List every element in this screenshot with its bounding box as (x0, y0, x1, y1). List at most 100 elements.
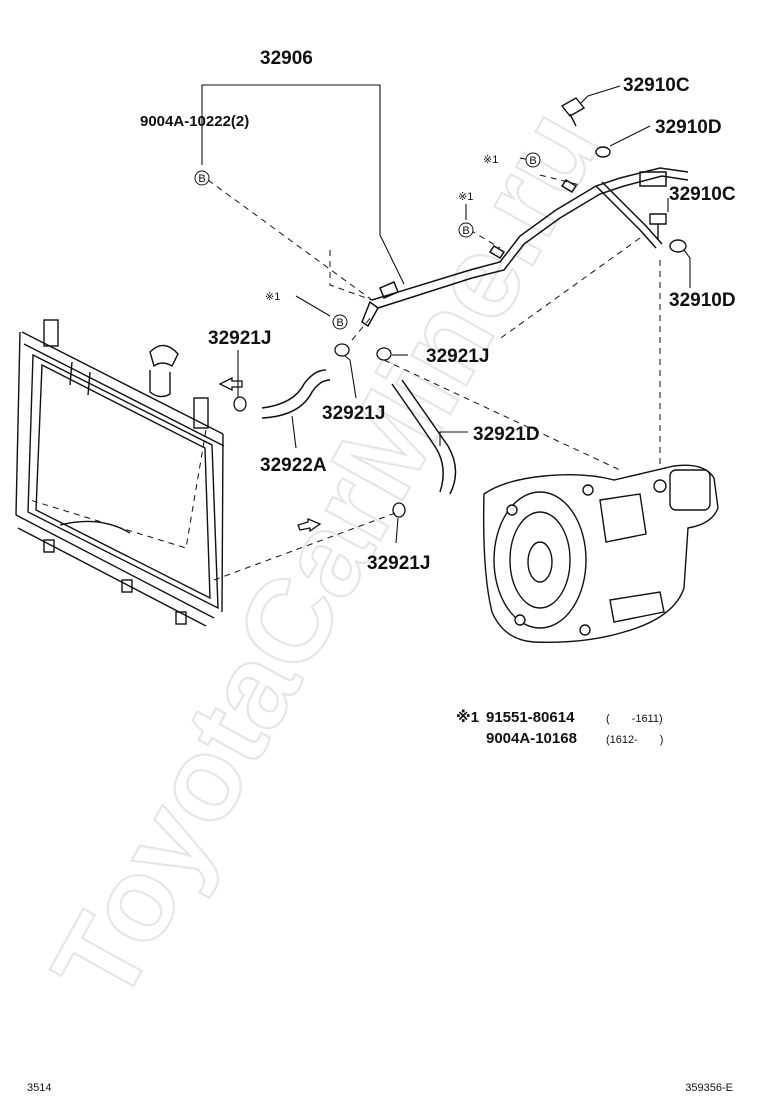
label-32921j-right: 32921J (426, 346, 489, 367)
dashed-reference-lines (29, 174, 661, 581)
hose-clamps (233, 343, 406, 518)
note-row1-part: 91551-80614 (486, 709, 575, 726)
note-mark: ※1 (456, 708, 479, 726)
label-32922a: 32922A (260, 455, 327, 476)
note-block: ※1 91551-80614 ( -1611) 9004A-10168 (161… (456, 708, 663, 747)
radiator-detail (59, 520, 131, 534)
flow-arrows (218, 376, 322, 533)
radiator-bracket-left (43, 319, 59, 347)
hose-clamp-right (376, 347, 392, 361)
hose-clamp-left (233, 396, 247, 412)
b-marker-1 (194, 170, 210, 186)
b-marker-3-text: B (462, 225, 469, 237)
case-bolt-1 (506, 504, 518, 516)
radiator-left-side (15, 331, 21, 516)
dash-trans-b (497, 237, 641, 341)
transmission-valve-body (599, 493, 647, 543)
note-row2-part: 9004A-10168 (486, 730, 577, 747)
radiator-bracket-right (193, 397, 209, 429)
label-32910c-mid: 32910C (669, 184, 736, 205)
pipe-clamp-1 (488, 244, 506, 260)
radiator-filler-neck (149, 370, 171, 398)
radiator-mount-2 (121, 579, 133, 593)
hoses (261, 369, 457, 495)
radiator-top-tank-line (21, 331, 224, 435)
dash-bolt-ref (207, 179, 373, 301)
b-marker-1-text: B (198, 173, 205, 185)
b-marker-3 (458, 222, 474, 238)
transmission-oil-pan (609, 591, 665, 623)
cooler-pipe-lower (377, 175, 689, 309)
mark1-left: ※1 (265, 291, 280, 303)
radiator-fin-2 (87, 371, 91, 396)
radiator-top-tank-line2 (23, 343, 225, 447)
case-bolt-2 (514, 614, 526, 626)
label-9004a-10222: 9004A-10222(2) (140, 113, 249, 130)
radiator-mount-3 (175, 611, 187, 625)
pipe-union (639, 171, 667, 187)
leader-32906 (201, 84, 405, 285)
gasket-bottom (669, 239, 687, 253)
leader-32910d-top (609, 125, 651, 147)
label-32910d-bottom: 32910D (669, 290, 736, 311)
footer-right-code: 359356-E (685, 1082, 733, 1094)
b-marker-2-text: B (529, 155, 536, 167)
input-shaft (527, 541, 553, 583)
radiator (15, 319, 225, 627)
label-32910c-top: 32910C (623, 75, 690, 96)
radiator-cap (149, 344, 179, 368)
note-row1-range: ( -1611) (606, 713, 663, 725)
label-32910d-top: 32910D (655, 117, 722, 138)
label-32921d: 32921D (473, 424, 540, 445)
radiator-bottom-tank (15, 514, 215, 619)
dash-clamp-link (351, 315, 373, 341)
union-bolt-top-shank (569, 113, 577, 127)
dash-mark-top (539, 174, 581, 186)
pipe-end-fitting (361, 300, 379, 328)
b-marker-4 (332, 314, 348, 330)
label-32921j-bottom: 32921J (367, 553, 430, 574)
pipe-clamp-2 (560, 178, 578, 194)
mark1-mid: ※1 (458, 191, 473, 203)
label-32921j-left: 32921J (208, 328, 271, 349)
cooler-port (653, 479, 667, 493)
radiator-fin-1 (69, 361, 73, 386)
hose-32921D-inner (401, 379, 457, 495)
hose-clamp-bottom (392, 502, 406, 518)
radiator-core-outline (27, 353, 219, 610)
b-marker-2 (525, 152, 541, 168)
leader-32922a (291, 415, 297, 449)
transmission (482, 464, 719, 643)
cooler-pipe-branch-a (595, 185, 657, 249)
mark1-top: ※1 (483, 154, 498, 166)
footer-left-code: 3514 (27, 1082, 51, 1094)
dash-bolt-ref2 (329, 250, 373, 301)
b-marker-4-text: B (336, 317, 343, 329)
tail-housing (669, 469, 711, 511)
hose-clamp-center (334, 343, 350, 357)
gasket-top (595, 146, 611, 158)
label-32921j-center: 32921J (322, 403, 385, 424)
hose-32922A-inner (261, 379, 331, 419)
cooler-pipe-assembly (361, 167, 689, 328)
pipe-bracket (379, 281, 399, 299)
union-bolt-top (560, 97, 586, 117)
hose-32922A-outer (261, 369, 327, 409)
union-bolt-mid (649, 213, 667, 225)
radiator-right-side (221, 433, 224, 613)
dash-mark-mid (469, 229, 501, 249)
b-reference-markers: B B B B (194, 152, 541, 330)
hose-32921D-outer (391, 383, 444, 493)
leader-mark-left (295, 295, 331, 317)
leader-32921j-bottom (395, 517, 399, 544)
label-32906: 32906 (260, 48, 313, 69)
case-bolt-3 (579, 624, 591, 636)
radiator-bottom-tank2 (17, 527, 207, 627)
union-fittings (560, 97, 687, 253)
flow-arrow-in-icon (218, 376, 243, 392)
note-row2-range: (1612- ) (606, 734, 663, 746)
radiator-mount-1 (43, 539, 55, 553)
flow-arrow-out-icon (297, 518, 322, 533)
